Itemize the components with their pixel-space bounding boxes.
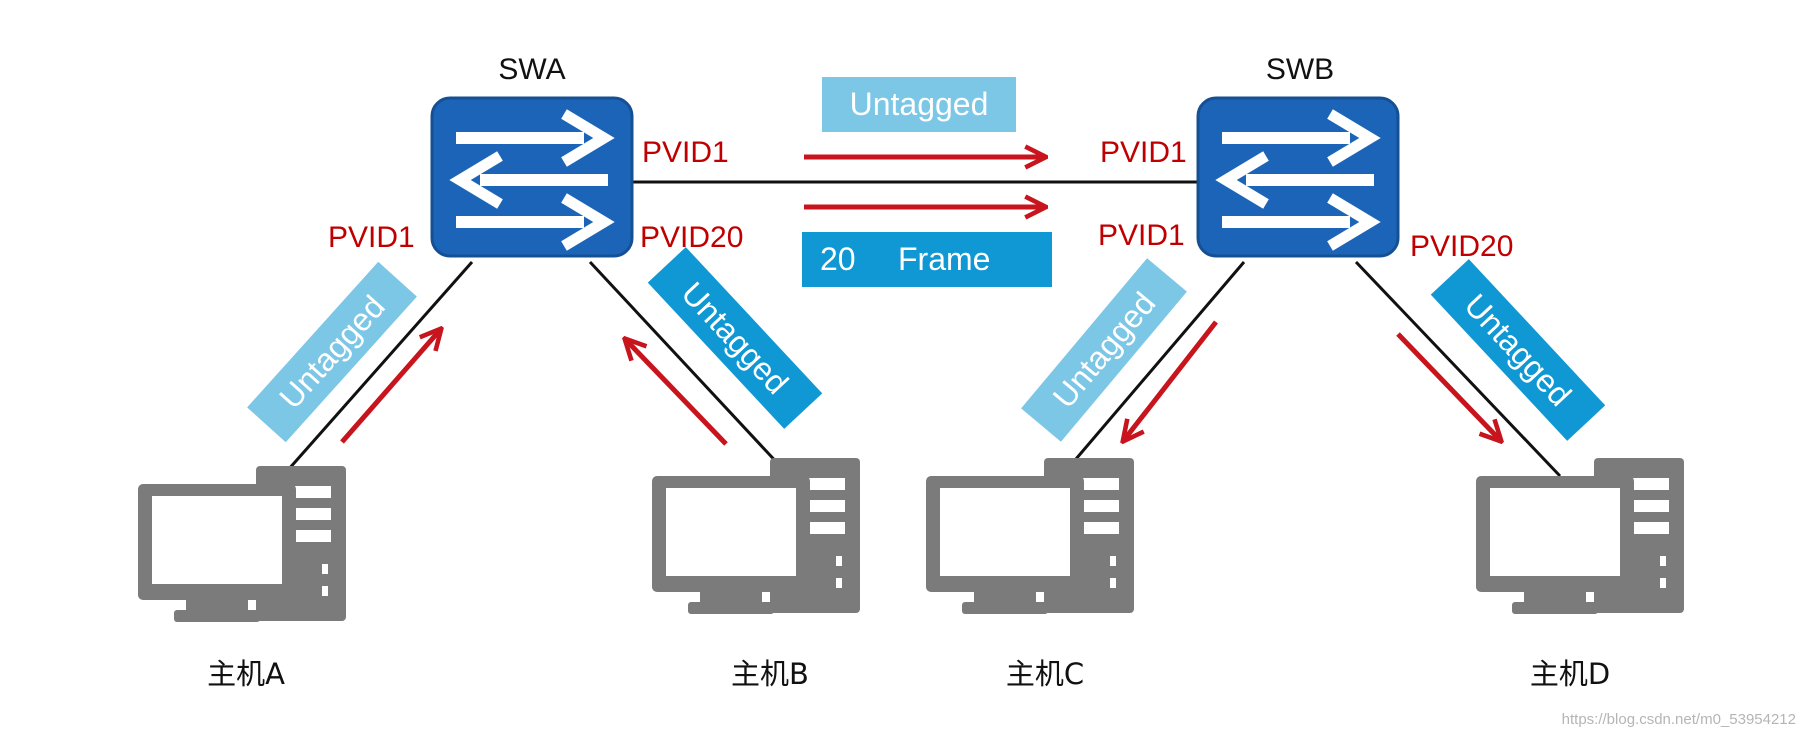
switch-swa <box>432 98 632 256</box>
host-label-b: 主机B <box>731 657 809 691</box>
switch-icon <box>432 98 632 256</box>
link-swa-host-a <box>286 261 474 471</box>
host-label-c: 主机C <box>1006 657 1084 691</box>
tag-trunk-vlan-id: 20 <box>820 241 856 277</box>
port-swa-host-b: PVID20 <box>640 221 743 254</box>
watermark: https://blog.csdn.net/m0_53954212 <box>1562 711 1796 728</box>
host-label-d: 主机D <box>1530 657 1610 691</box>
tag-trunk-untagged-text: Untagged <box>850 86 989 122</box>
computer-icon <box>138 466 346 622</box>
link-swb-host-c <box>1068 261 1246 467</box>
computer-icon <box>652 458 860 614</box>
tag-trunk-frame-word: Frame <box>898 241 990 277</box>
link-swb-host-d <box>1354 260 1562 478</box>
link-swa-host-b <box>588 260 784 470</box>
flow-arrow-host-d <box>1396 332 1500 440</box>
tag-host-b-text: Untagged <box>675 275 796 401</box>
tag-host-b: Untagged <box>647 247 823 429</box>
tag-host-d-text: Untagged <box>1458 287 1579 413</box>
port-swb-host-c: PVID1 <box>1098 219 1185 252</box>
switch-label-swb: SWB <box>1266 53 1334 86</box>
port-swb-trunk: PVID1 <box>1100 136 1187 169</box>
host-c <box>926 458 1134 614</box>
flow-arrow-host-b <box>626 340 728 446</box>
flow-arrow-host-c <box>1124 320 1218 440</box>
switch-icon <box>1198 98 1398 256</box>
host-d <box>1476 458 1684 614</box>
port-swa-trunk: PVID1 <box>642 136 729 169</box>
host-b <box>652 458 860 614</box>
switch-label-swa: SWA <box>498 53 565 86</box>
computer-icon <box>1476 458 1684 614</box>
tag-trunk-untagged: Untagged <box>822 77 1016 132</box>
flow-arrow-host-a <box>340 330 440 444</box>
port-swa-host-a: PVID1 <box>328 221 415 254</box>
computer-icon <box>926 458 1134 614</box>
tag-trunk-vlan-frame: 20 Frame <box>802 232 1052 287</box>
tag-host-a-text: Untagged <box>272 288 392 415</box>
tag-host-d: Untagged <box>1430 259 1606 441</box>
host-a <box>138 466 346 622</box>
switch-swb <box>1198 98 1398 256</box>
host-label-a: 主机A <box>207 657 285 691</box>
tag-host-c-text: Untagged <box>1046 285 1163 414</box>
port-swb-host-d: PVID20 <box>1410 230 1513 263</box>
